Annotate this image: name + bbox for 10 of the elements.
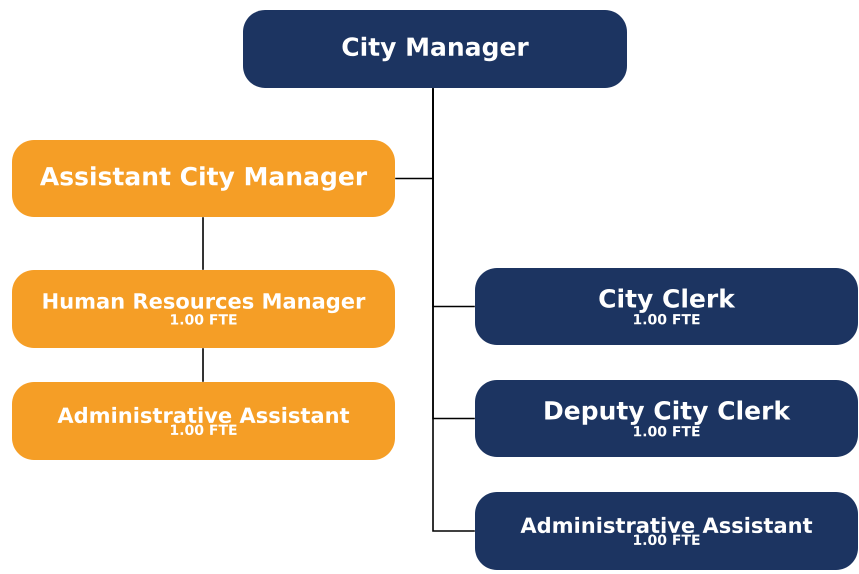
position-box: City Manager [243, 10, 627, 88]
connector-line [202, 348, 204, 382]
connector-line [432, 88, 475, 532]
position-box: Assistant City Manager [12, 140, 395, 217]
position-box: City Clerk 1.00 FTE [475, 268, 858, 345]
position-box: Deputy City Clerk 1.00 FTE [475, 380, 858, 457]
position-box: Human Resources Manager 1.00 FTE [12, 270, 395, 348]
position-box: Administrative Assistant 1.00 FTE [12, 382, 395, 460]
connector-line [202, 217, 204, 270]
position-box: Administrative Assistant 1.00 FTE [475, 492, 858, 570]
